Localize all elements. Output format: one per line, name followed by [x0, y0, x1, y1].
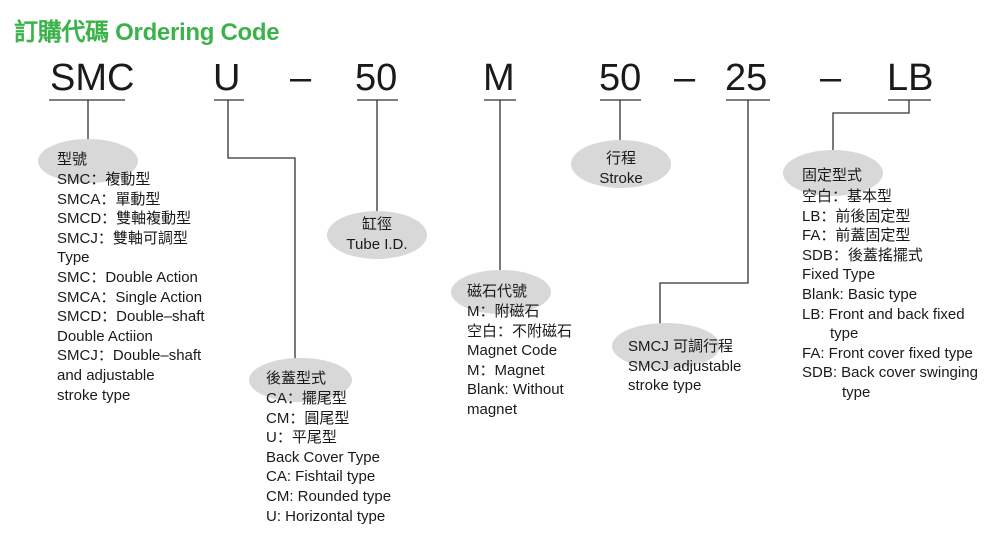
- list-item: Double Actiion: [57, 327, 153, 345]
- list-item: M：Magnet: [467, 361, 545, 379]
- fixed-label: 固定型式: [802, 167, 863, 184]
- list-item: CM：圓尾型: [266, 409, 350, 427]
- fixed-ellipse: [783, 150, 883, 196]
- back-cover-label: 後蓋型式: [266, 370, 327, 387]
- magnet-list: M：附磁石 空白：不附磁石 Magnet Code M：Magnet Blank…: [467, 302, 572, 420]
- list-item: Blank: Basic type: [802, 285, 918, 303]
- list-item: FA: Front cover fixed type: [802, 344, 973, 362]
- list-item: U: Horizontal type: [266, 507, 386, 525]
- list-item: FA：前蓋固定型: [802, 227, 911, 245]
- code-magnet: M: [483, 57, 515, 99]
- list-item: Fixed Type: [802, 266, 876, 284]
- list-item: M：附磁石: [467, 303, 540, 320]
- stroke-label-en: Stroke: [599, 169, 643, 187]
- list-item: CA: Fishtail type: [266, 468, 376, 486]
- list-item: SMC：Double Action: [57, 268, 198, 286]
- list-item: SMC：複動型: [57, 171, 151, 188]
- stroke-label-zh: 行程: [605, 150, 636, 167]
- code-adj-stroke: 25: [725, 57, 768, 99]
- stroke-label: 行程 Stroke: [571, 149, 671, 188]
- list-item: SMCJ：雙軸可調型: [57, 229, 188, 247]
- list-item: 空白：不附磁石: [467, 322, 573, 340]
- code-back-cover: U: [213, 57, 241, 99]
- code-bore: 50: [355, 57, 398, 99]
- list-item: Magnet Code: [467, 342, 558, 360]
- magnet-ellipse: [451, 270, 551, 314]
- list-item: SMCD：Double–shaft: [57, 308, 205, 326]
- list-item: SMCD：雙軸複動型: [57, 210, 192, 228]
- stroke-ellipse: [571, 140, 671, 188]
- code-dash: –: [290, 57, 312, 99]
- model-list: SMC：複動型 SMCA：單動型 SMCD：雙軸複動型 SMCJ：雙軸可調型 T…: [57, 170, 205, 405]
- bore-label: 缸徑 Tube I.D.: [327, 215, 427, 254]
- adj-stroke-list: SMCJ 可調行程 SMCJ adjustable stroke type: [628, 337, 741, 396]
- code-stroke: 50: [599, 57, 642, 99]
- code-fixed: LB: [887, 57, 934, 99]
- model-label: 型號: [57, 151, 88, 168]
- bore-ellipse: [327, 211, 427, 259]
- list-item: CA：擺尾型: [266, 390, 347, 407]
- list-item: magnet: [467, 400, 518, 418]
- bore-label-zh: 缸徑: [361, 216, 392, 233]
- magnet-label: 磁石代號: [467, 283, 528, 300]
- back-cover-ellipse: [249, 358, 352, 402]
- list-item: SMCJ adjustable: [628, 357, 742, 375]
- list-item: LB：前後固定型: [802, 207, 911, 225]
- list-item: Blank: Without: [467, 381, 564, 399]
- list-item: type: [830, 325, 859, 343]
- code-dash: –: [820, 57, 842, 99]
- list-item: SMCJ：Double–shaft: [57, 347, 202, 365]
- fixed-list: 空白：基本型 LB：前後固定型 FA：前蓋固定型 SDB：後蓋搖擺式 Fixed…: [802, 187, 978, 403]
- bore-label-en: Tube I.D.: [346, 235, 408, 253]
- adj-stroke-ellipse: [612, 323, 720, 369]
- list-item: SMCA：Single Action: [57, 288, 203, 306]
- page-title: 訂購代碼 Ordering Code: [14, 19, 280, 46]
- list-item: SDB：後蓋搖擺式: [802, 246, 923, 264]
- list-item: stroke type: [628, 377, 702, 395]
- list-item: and adjustable: [57, 366, 155, 384]
- list-item: CM: Rounded type: [266, 487, 392, 505]
- model-ellipse: [38, 139, 138, 183]
- list-item: SMCA：單動型: [57, 190, 161, 208]
- list-item: SDB: Back cover swinging: [802, 364, 978, 382]
- list-item: stroke type: [57, 386, 131, 404]
- list-item: Back Cover Type: [266, 448, 380, 466]
- list-item: Type: [57, 249, 90, 267]
- back-cover-list: CA：擺尾型 CM：圓尾型 U：平尾型 Back Cover Type CA: …: [266, 389, 391, 526]
- list-item: 空白：基本型: [802, 188, 893, 205]
- list-item: type: [842, 383, 871, 401]
- list-item: SMCJ 可調行程: [628, 338, 734, 355]
- list-item: LB: Front and back fixed: [802, 305, 965, 323]
- code-model: SMC: [50, 57, 135, 99]
- code-dash: –: [674, 57, 696, 99]
- list-item: U：平尾型: [266, 429, 337, 447]
